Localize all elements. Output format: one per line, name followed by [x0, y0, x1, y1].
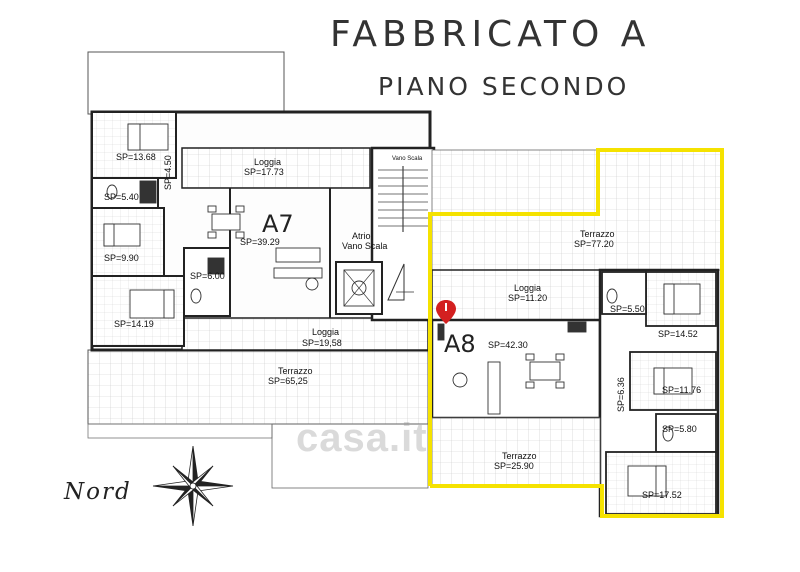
a8-bath-top-area: SP=5.50	[610, 304, 645, 314]
a8-terrace-top-area: SP=77.20	[574, 239, 614, 249]
terrace-lower-left-strip	[87, 423, 273, 439]
north-label: Nord	[64, 479, 132, 505]
a8-boundary-highlight	[428, 148, 724, 518]
a7-loggia-top-area: SP=17.73	[244, 167, 284, 177]
a8-bath-top	[601, 271, 647, 315]
a7-loggia-bottom-area: SP=19,58	[302, 338, 342, 348]
a7-loggia-bottom-name: Loggia	[312, 327, 340, 337]
a7-terrace-name: Terrazzo	[278, 366, 313, 376]
watermark-text: casa.it	[296, 416, 428, 460]
a8-terrace-bottom	[431, 417, 601, 487]
a7-terrace-area: SP=65,25	[268, 376, 308, 386]
a8-terrace-top	[431, 149, 723, 271]
a7-bath-mid-area: SP=6.00	[190, 271, 225, 281]
a8-loggia	[431, 269, 601, 321]
a8-living	[430, 318, 602, 420]
plan-title: FABBRICATO A	[330, 14, 651, 55]
a8-corridor-top-area: SP=14.52	[658, 329, 698, 339]
unit-label-a7: A7	[262, 210, 294, 238]
compass-rose-icon	[152, 445, 234, 527]
a8-terrace-top-name: Terrazzo	[580, 229, 615, 239]
a8-loggia-name: Loggia	[514, 283, 542, 293]
a8-loggia-area: SP=11.20	[508, 293, 548, 303]
plan-subtitle: PIANO SECONDO	[378, 72, 630, 101]
a7-corridor-area: SP=4.50	[163, 155, 173, 190]
stair-lower-flight	[387, 263, 405, 301]
roof-outline-topleft	[87, 51, 285, 115]
a8-bedroom-bottom-area: SP=17.52	[642, 490, 682, 500]
a8-furniture	[437, 283, 701, 497]
a8-bath-bottom-area: SP=5.80	[662, 424, 697, 434]
atrio-label: Atrio	[352, 231, 371, 241]
a7-furniture	[103, 123, 323, 319]
a8-terrace-bottom-area: SP=25.90	[494, 461, 534, 471]
a7-living-area: SP=39.29	[240, 237, 280, 247]
a7-bath-top-area: SP=5.40	[104, 192, 139, 202]
a8-corridor-left-area: SP=6.36	[616, 377, 626, 412]
stair-label: Vano Scala	[392, 156, 423, 162]
location-pin-icon	[436, 300, 456, 324]
a7-loggia-top-name: Loggia	[254, 157, 282, 167]
a7-loggia-top	[181, 147, 371, 189]
stair-treads	[378, 166, 428, 232]
a7-bedroom-top-area: SP=13.68	[116, 152, 156, 162]
unit-label-a8: A8	[444, 330, 476, 358]
a7-bedroom-mid-area: SP=9.90	[104, 253, 139, 263]
a8-bath-bottom	[655, 413, 717, 453]
atrio-sub-label: Vano Scala	[342, 241, 388, 251]
a8-bedroom-mid-area: SP=11.76	[662, 385, 702, 395]
a7-bedroom-bottom-area: SP=14.19	[114, 319, 154, 329]
a8-living-area: SP=42.30	[488, 340, 528, 350]
a8-terrace-bottom-name: Terrazzo	[502, 451, 537, 461]
terrace-lower-left	[87, 349, 429, 425]
